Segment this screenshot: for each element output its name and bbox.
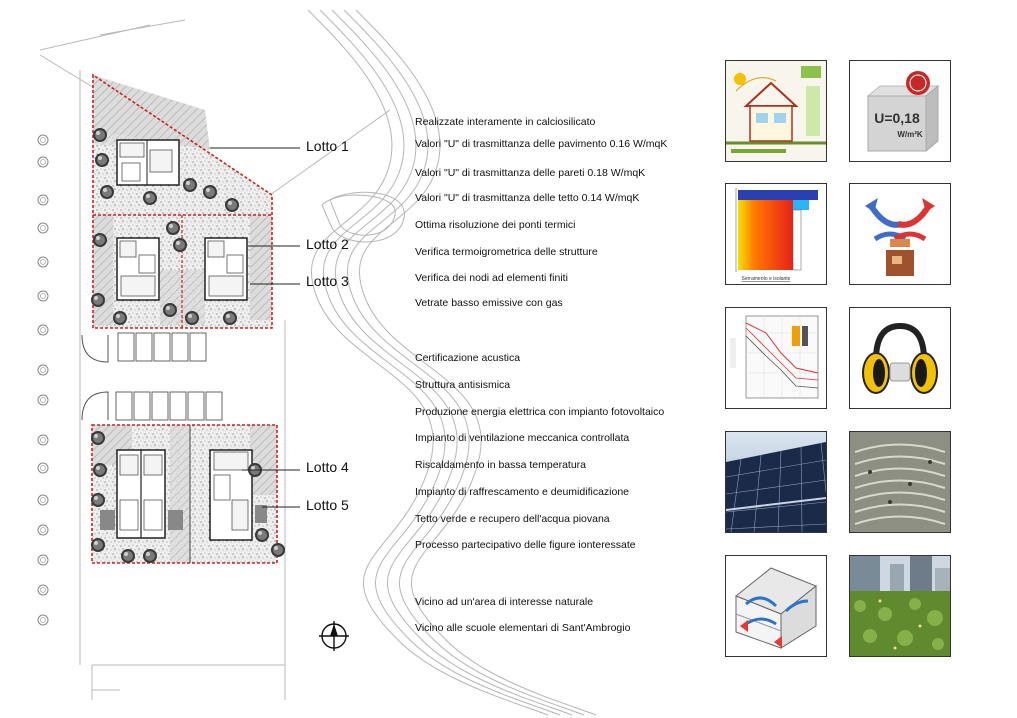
- feature-item: Valori "U" di trasmittanza delle tetto 0…: [415, 192, 640, 204]
- lot-leader-lines: [210, 147, 300, 508]
- thumb-hygrometric-chart: [725, 307, 827, 409]
- feature-item: Valori "U" di trasmittanza delle pavimen…: [415, 138, 668, 150]
- thumb-u-value-block: U=0,18 W/m²K: [849, 60, 951, 162]
- lot-label-5: Lotto 5: [306, 497, 349, 513]
- lot-label-4: Lotto 4: [306, 459, 349, 475]
- upper-block: [81, 73, 273, 363]
- lot-label-3: Lotto 3: [306, 273, 349, 289]
- street-trees: [37, 134, 49, 626]
- house-lotto-1: [116, 139, 180, 186]
- thermal-caption: Serramento e isolante: [742, 276, 791, 282]
- house-lotto-3: [204, 237, 248, 301]
- thumb-acoustic-earmuffs: [849, 307, 951, 409]
- u-value-text: U=0,18: [874, 110, 920, 126]
- feature-item: Valori "U" di trasmittanza delle pareti …: [415, 167, 646, 179]
- earmuffs-icon: [850, 308, 950, 408]
- house-lotto-4: [100, 449, 183, 539]
- thumb-ventilation-airflow: [849, 183, 951, 285]
- airflow-arrows-icon: [850, 184, 950, 284]
- thumb-underfloor-heating: [849, 431, 951, 533]
- feature-item: Realizzate interamente in calciosilicato: [415, 116, 596, 128]
- thumb-green-roof: [849, 555, 951, 657]
- thumb-ventilated-house: [725, 555, 827, 657]
- feature-item: Processo partecipativo delle figure iont…: [415, 539, 636, 551]
- feature-item: Vetrate basso emissive con gas: [415, 297, 563, 309]
- lower-block: [81, 391, 285, 564]
- u-value-unit: W/m²K: [897, 130, 923, 139]
- feature-item: Vicino alle scuole elementari di Sant'Am…: [415, 622, 631, 634]
- feature-item: Impianto di ventilazione meccanica contr…: [415, 432, 630, 444]
- feature-item: Verifica dei nodi ad elementi finiti: [415, 272, 568, 284]
- feature-item: Riscaldamento in bassa temperatura: [415, 459, 587, 471]
- feature-item: Vicino ad un'area di interesse naturale: [415, 596, 594, 608]
- thumb-house-energy-diagram: [725, 60, 827, 162]
- feature-item: Struttura antisismica: [415, 379, 511, 391]
- lot-label-2: Lotto 2: [306, 236, 349, 252]
- feature-item: Impianto di raffrescamento e deumidifica…: [415, 486, 630, 498]
- house-lotto-2: [116, 237, 160, 301]
- thumb-solar-panels: [725, 431, 827, 533]
- parking-stalls-upper: [117, 332, 207, 362]
- feature-item: Produzione energia elettrica con impiant…: [415, 406, 665, 418]
- thumb-thermal-analysis: Serramento e isolante: [725, 183, 827, 285]
- north-arrow-icon: [319, 621, 349, 651]
- parking-stalls-lower: [115, 391, 223, 421]
- lot-label-1: Lotto 1: [306, 138, 349, 154]
- feature-item: Tetto verde e recupero dell'acqua piovan…: [415, 513, 610, 525]
- feature-item: Certificazione acustica: [415, 352, 521, 364]
- house-lotto-5: [209, 449, 267, 541]
- feature-item: Verifica termoigrometrica delle struttur…: [415, 246, 598, 258]
- river-contours: [307, 9, 597, 716]
- feature-item: Ottima risoluzione dei ponti termici: [415, 219, 576, 231]
- house-icon: [726, 61, 826, 161]
